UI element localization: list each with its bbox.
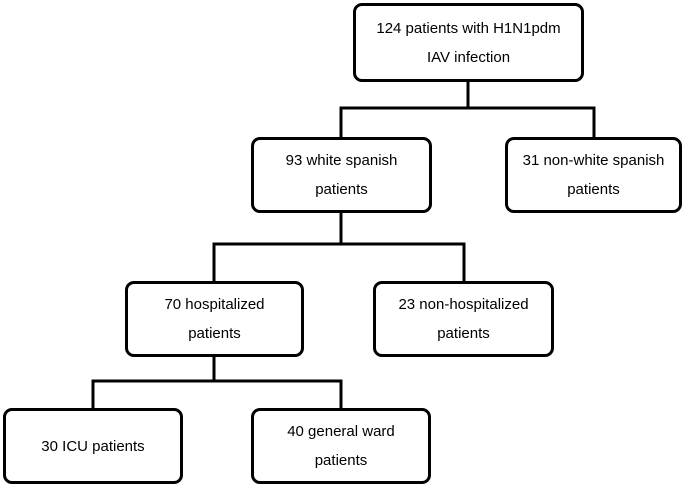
node-non-white-spanish: 31 non-white spanish patients — [505, 137, 682, 213]
node-general-ward: 40 general ward patients — [251, 408, 431, 484]
node-icu: 30 ICU patients — [3, 408, 183, 484]
connector-white-to-hospitalization — [212, 213, 466, 281]
node-white-spanish: 93 white spanish patients — [251, 137, 432, 213]
connector-hospitalized-to-care — [91, 357, 343, 408]
node-non-hospitalized: 23 non-hospitalized patients — [373, 281, 554, 357]
node-total-patients: 124 patients with H1N1pdm IAV infection — [353, 3, 584, 82]
node-hospitalized: 70 hospitalized patients — [125, 281, 304, 357]
connector-root-to-ethnicity — [339, 82, 596, 137]
